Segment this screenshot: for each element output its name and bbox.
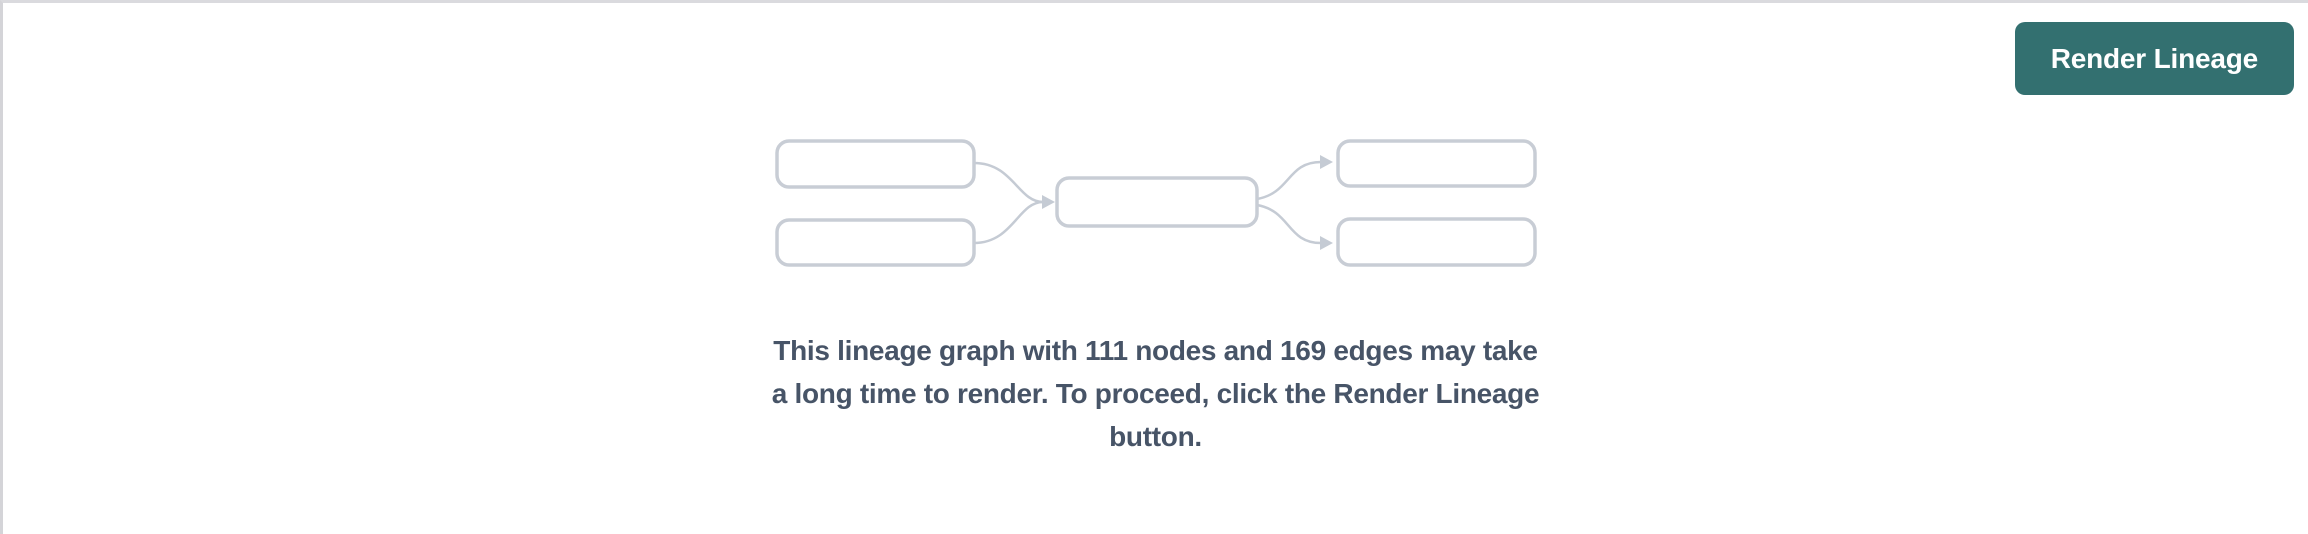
- placeholder-node: [774, 139, 976, 189]
- placeholder-edges: [973, 155, 1333, 250]
- placeholder-nodes: [774, 139, 1537, 267]
- placeholder-node: [1335, 139, 1537, 188]
- lineage-warning-message: This lineage graph with 111 nodes and 16…: [772, 329, 1540, 458]
- lineage-graph-icon: [774, 139, 1537, 267]
- lineage-warning-line: a long time to render. To proceed, click…: [771, 378, 1540, 409]
- placeholder-node: [1054, 176, 1259, 228]
- lineage-placeholder: This lineage graph with 111 nodes and 16…: [3, 3, 2308, 458]
- lineage-warning-line: button.: [1109, 421, 1202, 452]
- placeholder-node: [774, 218, 976, 267]
- placeholder-node: [1335, 217, 1537, 267]
- lineage-warning-line: This lineage graph with 111 nodes and 16…: [773, 335, 1538, 366]
- render-lineage-button[interactable]: Render Lineage: [2014, 22, 2294, 95]
